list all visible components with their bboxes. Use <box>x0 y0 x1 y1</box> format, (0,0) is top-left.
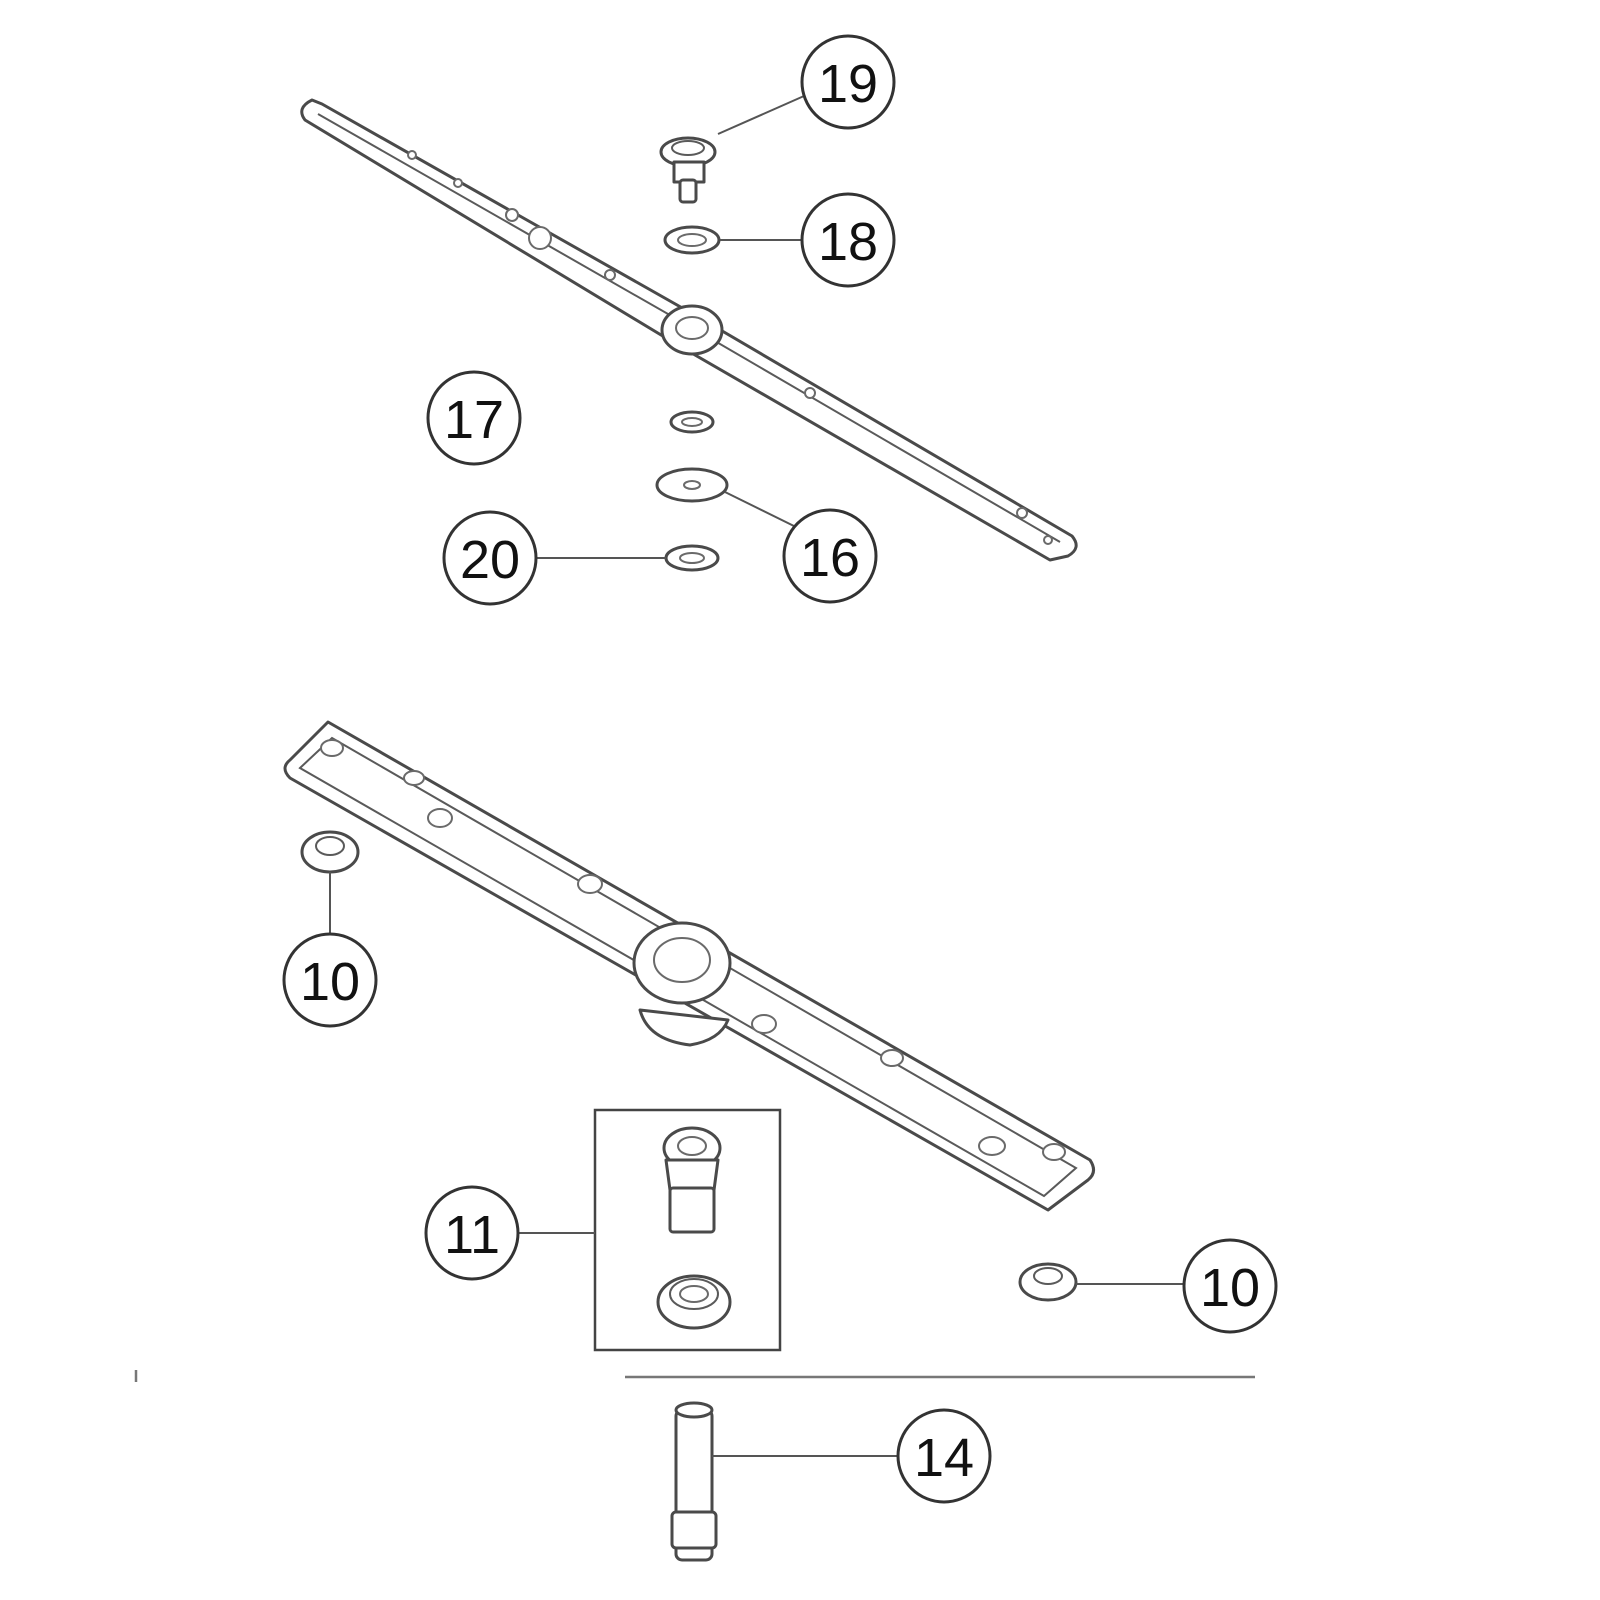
part-11-kit <box>593 1108 782 1352</box>
part-17-small-washer <box>669 410 715 434</box>
callout-11: 11 <box>424 1185 520 1281</box>
callout-19: 19 <box>800 34 896 130</box>
svg-text:19: 19 <box>818 54 878 114</box>
svg-text:10: 10 <box>1200 1258 1260 1318</box>
kit-nut <box>656 1274 732 1330</box>
part-16-flat-washer <box>655 467 729 503</box>
callout-10-left: 10 <box>282 932 378 1028</box>
part-14-shaft <box>670 1401 718 1562</box>
svg-text:17: 17 <box>444 390 504 450</box>
callout-14: 14 <box>896 1408 992 1504</box>
leader-16 <box>724 491 799 529</box>
callout-17: 17 <box>426 370 522 466</box>
svg-text:11: 11 <box>444 1205 500 1265</box>
part-10-right-nut <box>1018 1262 1078 1302</box>
svg-text:16: 16 <box>800 528 860 588</box>
callout-10-right: 10 <box>1182 1238 1278 1334</box>
callout-16: 16 <box>782 508 878 604</box>
callout-18: 18 <box>800 192 896 288</box>
kit-box <box>593 1108 782 1352</box>
leader-19 <box>717 95 805 135</box>
upper-spray-arm <box>300 98 1078 562</box>
kit-bearing <box>662 1126 722 1234</box>
part-10-left-nut <box>300 830 360 874</box>
svg-text:18: 18 <box>818 212 878 272</box>
part-18-washer <box>663 225 721 255</box>
svg-text:20: 20 <box>460 530 520 590</box>
part-19-cap-screw <box>659 136 717 204</box>
svg-text:10: 10 <box>300 952 360 1012</box>
lower-spray-arm <box>283 720 1095 1212</box>
callout-20: 20 <box>442 510 538 606</box>
part-20-washer <box>664 544 720 572</box>
svg-text:14: 14 <box>914 1428 974 1488</box>
